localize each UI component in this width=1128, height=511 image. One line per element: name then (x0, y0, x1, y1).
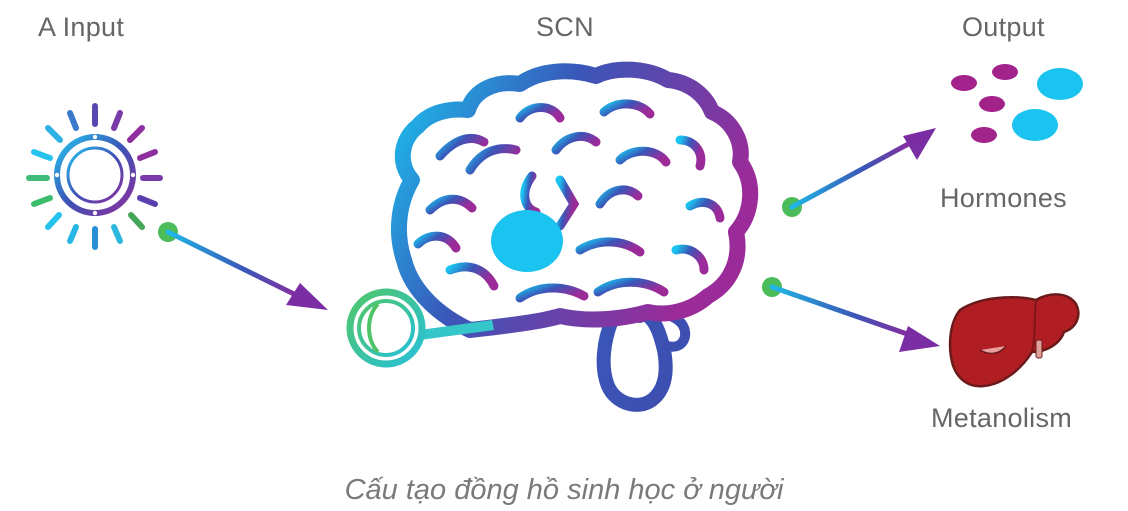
sun-rays (26, 103, 163, 250)
sun-ring-dots (54, 134, 136, 216)
label-hormones: Hormones (940, 183, 1067, 213)
label-output: Output (962, 12, 1045, 42)
label-metabolism: Metanolism (931, 403, 1073, 433)
arrow-to-hormones (782, 128, 936, 217)
sun-light-icon (26, 103, 163, 250)
liver-icon (948, 293, 1080, 388)
scn-nucleus (491, 210, 563, 272)
eye-icon (346, 288, 494, 368)
hormone-drops-icon (951, 64, 1083, 143)
brain-icon (391, 61, 759, 412)
label-input: A Input (38, 12, 125, 42)
diagram-caption: Cấu tạo đồng hồ sinh học ở người (344, 474, 784, 506)
arrow-to-liver (762, 277, 940, 352)
arrow-input-to-eye (158, 222, 328, 310)
label-scn: SCN (536, 12, 594, 42)
